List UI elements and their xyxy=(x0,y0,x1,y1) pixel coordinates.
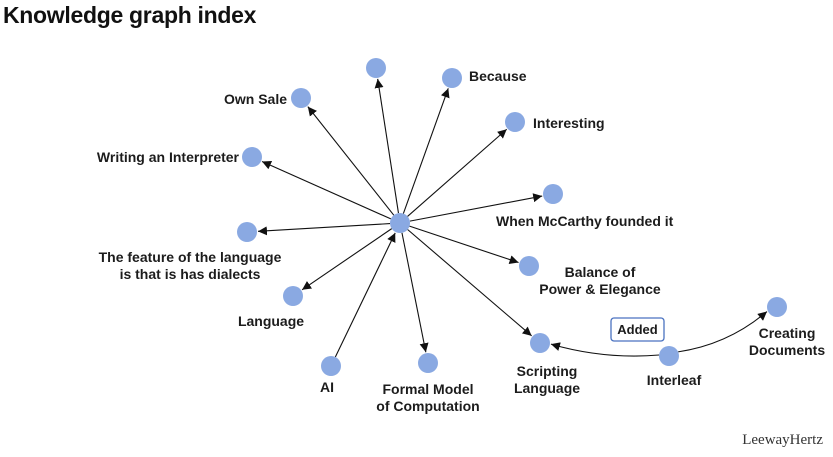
node-dialects xyxy=(237,222,257,242)
edge-hub-to-ownsale xyxy=(307,106,395,216)
edge-hub-to-language xyxy=(301,228,393,291)
node-formal xyxy=(418,353,438,373)
node-creating xyxy=(767,297,787,317)
node-because xyxy=(442,68,462,88)
edge-interleaf-to-creating xyxy=(678,311,768,353)
edge-hub-to-mccarthy xyxy=(409,193,543,222)
edge-hub-to-interesting xyxy=(407,128,508,217)
node-interpreter xyxy=(242,147,262,167)
edge-hub-to-interpreter xyxy=(261,160,392,220)
edge-hub-to-dialects xyxy=(257,223,391,236)
node-balance xyxy=(519,256,539,276)
node-label-interleaf: Interleaf xyxy=(647,372,702,388)
node-label-because: Because xyxy=(469,68,527,84)
node-label-language: Language xyxy=(238,313,304,329)
node-label-interpreter: Writing an Interpreter xyxy=(97,149,240,165)
edge-hub-to-formal xyxy=(401,232,429,353)
node-label-interesting: Interesting xyxy=(533,115,605,131)
node-label-ai: AI xyxy=(320,379,334,395)
page-title: Knowledge graph index xyxy=(3,2,257,28)
edge-hub-to-top xyxy=(374,78,400,214)
node-top xyxy=(366,58,386,78)
added-tag: Added xyxy=(610,317,665,342)
node-interesting xyxy=(505,112,525,132)
node-ai xyxy=(321,356,341,376)
node-mccarthy xyxy=(543,184,563,204)
node-language xyxy=(283,286,303,306)
added-tag-label: Added xyxy=(617,322,658,337)
edge-interleaf-to-scripting xyxy=(550,342,660,357)
added-tag-box xyxy=(610,317,665,342)
node-label-mccarthy: When McCarthy founded it xyxy=(496,213,674,229)
node-label-ownsale: Own Sale xyxy=(224,91,287,107)
nodes-layer xyxy=(237,58,787,376)
edges-layer xyxy=(257,78,768,358)
node-hub xyxy=(390,213,410,233)
node-scripting xyxy=(530,333,550,353)
brand-logo: LeewayHertz xyxy=(742,432,823,448)
node-ownsale xyxy=(291,88,311,108)
node-interleaf xyxy=(659,346,679,366)
edge-ai-to-hub xyxy=(334,232,396,358)
edge-hub-to-because xyxy=(402,88,450,214)
edge-hub-to-balance xyxy=(409,225,519,264)
edge-hub-to-scripting xyxy=(407,229,533,337)
